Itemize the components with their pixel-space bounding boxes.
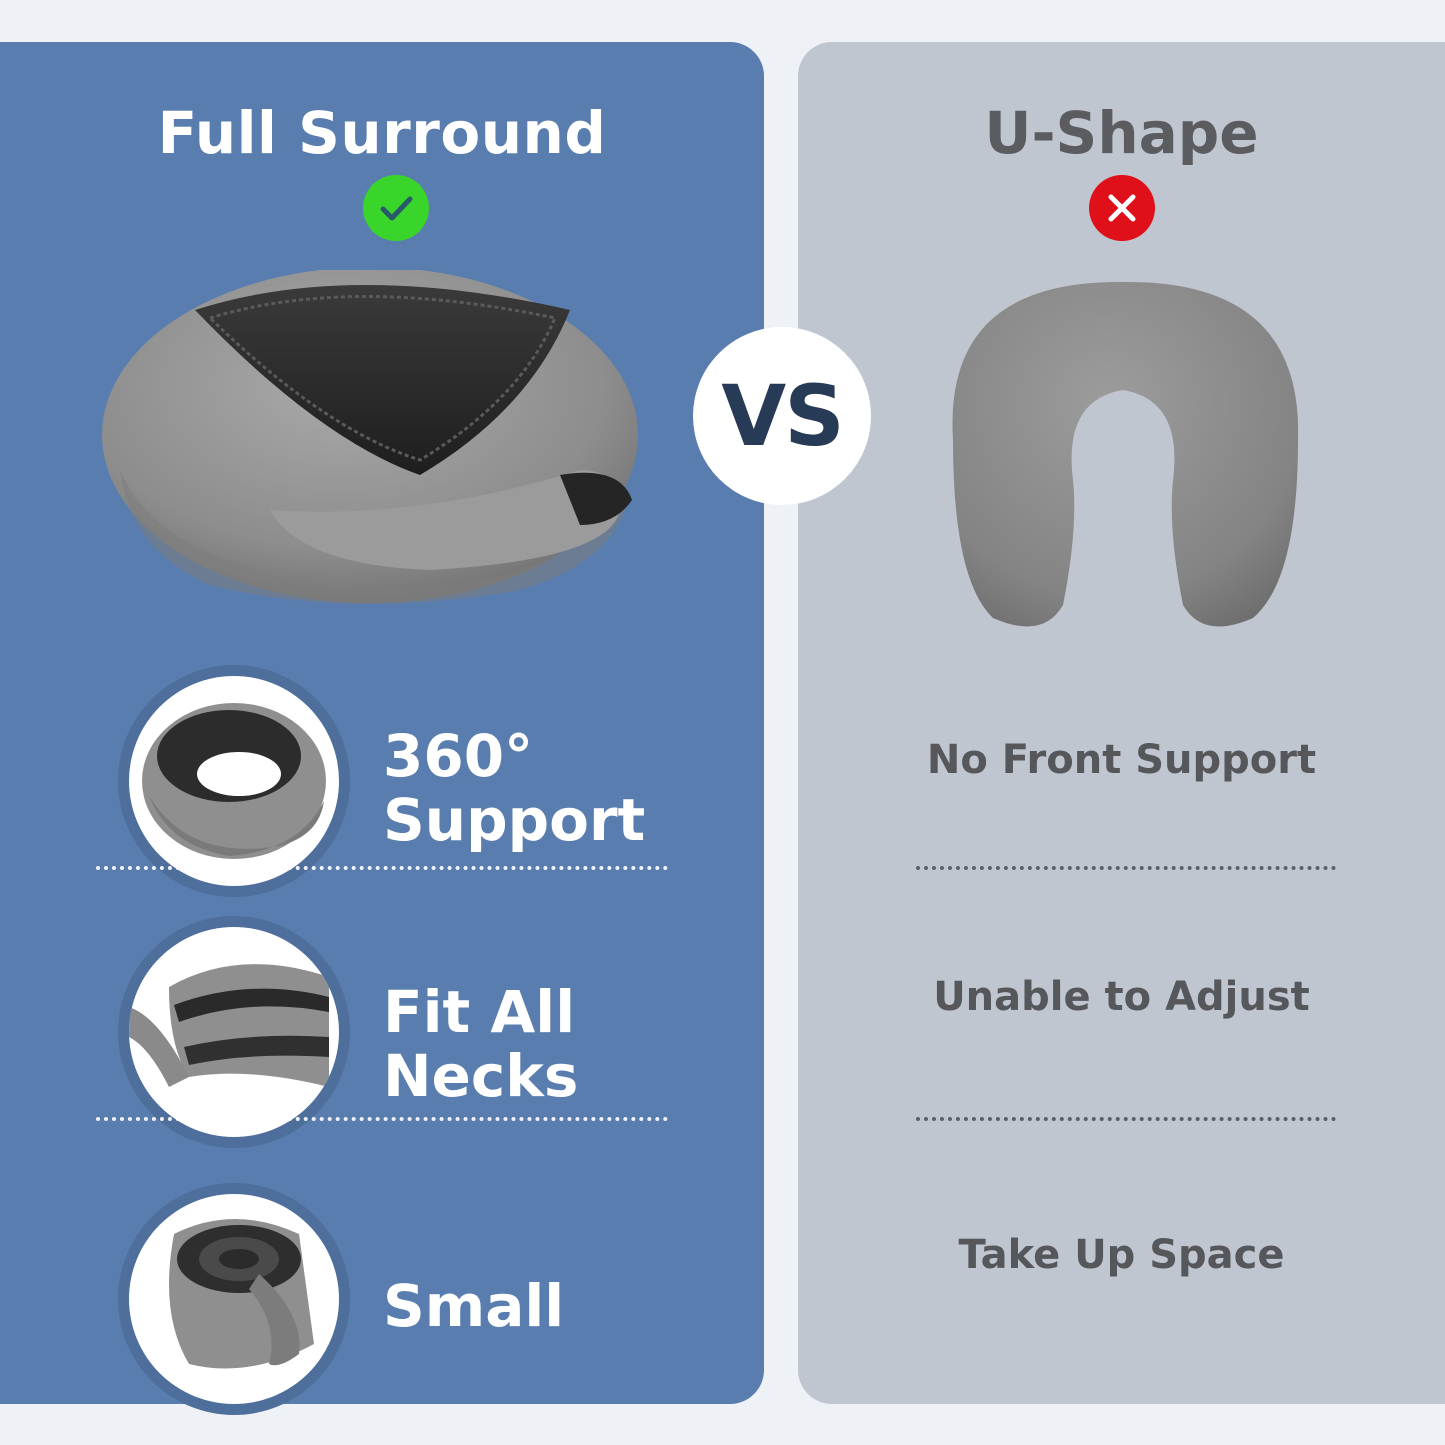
pillow-adjust-icon [129,927,339,1137]
con-no-front-support: No Front Support [926,737,1317,783]
divider [96,866,668,870]
feature-line: Fit All [383,978,576,1046]
green-check-icon [363,175,429,241]
con-unable-to-adjust: Unable to Adjust [933,974,1310,1020]
u-shape-panel: U-Shape No Front Support Unable to Adjus… [798,42,1445,1404]
con-take-up-space: Take Up Space [958,1232,1285,1278]
vs-label: VS [721,367,845,465]
full-surround-title: Full Surround [157,99,607,167]
full-surround-panel: Full Surround [0,42,764,1404]
feature-fit-all-necks: Fit All Necks [383,980,578,1108]
red-x-icon [1089,175,1155,241]
divider [916,1117,1336,1121]
feature-line: 360° [383,722,534,790]
pillow-wrap-icon [129,676,339,886]
divider [96,1117,668,1121]
full-surround-pillow-image [102,270,638,604]
u-shape-pillow-image [952,281,1299,627]
pillow-rolled-icon [129,1194,339,1404]
u-shape-title: U-Shape [984,99,1259,167]
feature-small: Small [383,1274,564,1338]
feature-360-support: 360° Support [383,724,645,852]
feature-line: Necks [383,1042,579,1110]
feature-line: Support [383,786,646,854]
divider [916,866,1336,870]
vs-badge: VS [693,327,871,505]
feature-line: Small [383,1272,565,1340]
